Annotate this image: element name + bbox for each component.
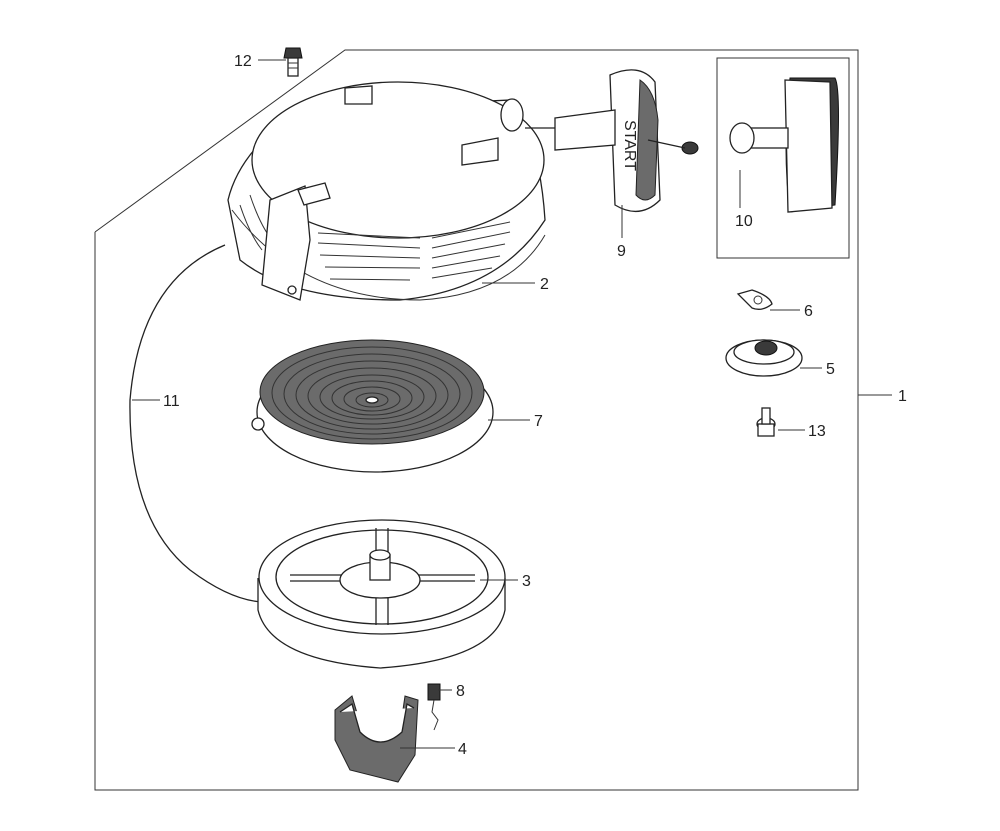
- starter-grip-9: START: [525, 69, 699, 212]
- label-part-7: 7: [534, 413, 543, 430]
- ratchet-4: [334, 695, 419, 783]
- label-part-11: 11: [163, 393, 180, 410]
- starter-case: [227, 81, 546, 301]
- clip-6: [736, 289, 773, 310]
- label-part-6: 6: [804, 303, 813, 320]
- label-part-13: 13: [808, 423, 826, 440]
- recoil-spring-7: [251, 339, 494, 473]
- reel-3: [257, 519, 506, 669]
- leader-lines: [132, 59, 892, 749]
- label-part-1: 1: [898, 388, 907, 405]
- starter-rope-11: [129, 244, 263, 603]
- starter-grip-10: [729, 77, 839, 213]
- bolt-12: [283, 47, 303, 77]
- grip-start-text: START: [621, 120, 638, 171]
- label-part-8: 8: [456, 683, 465, 700]
- label-part-10: 10: [735, 213, 753, 230]
- label-part-12: 12: [234, 53, 252, 70]
- label-part-9: 9: [617, 243, 626, 260]
- spring-8: [427, 683, 441, 731]
- part-labels: 12 2 9 10 6 5 1 13 11 7 3 8 4: [163, 53, 907, 758]
- screw-13: [756, 407, 776, 437]
- plate-5: [725, 339, 803, 377]
- label-part-3: 3: [522, 573, 531, 590]
- inset-frame: [716, 57, 850, 259]
- label-part-4: 4: [458, 741, 467, 758]
- assembly-boundary-line: [94, 49, 859, 791]
- label-part-5: 5: [826, 361, 835, 378]
- label-part-2: 2: [540, 276, 549, 293]
